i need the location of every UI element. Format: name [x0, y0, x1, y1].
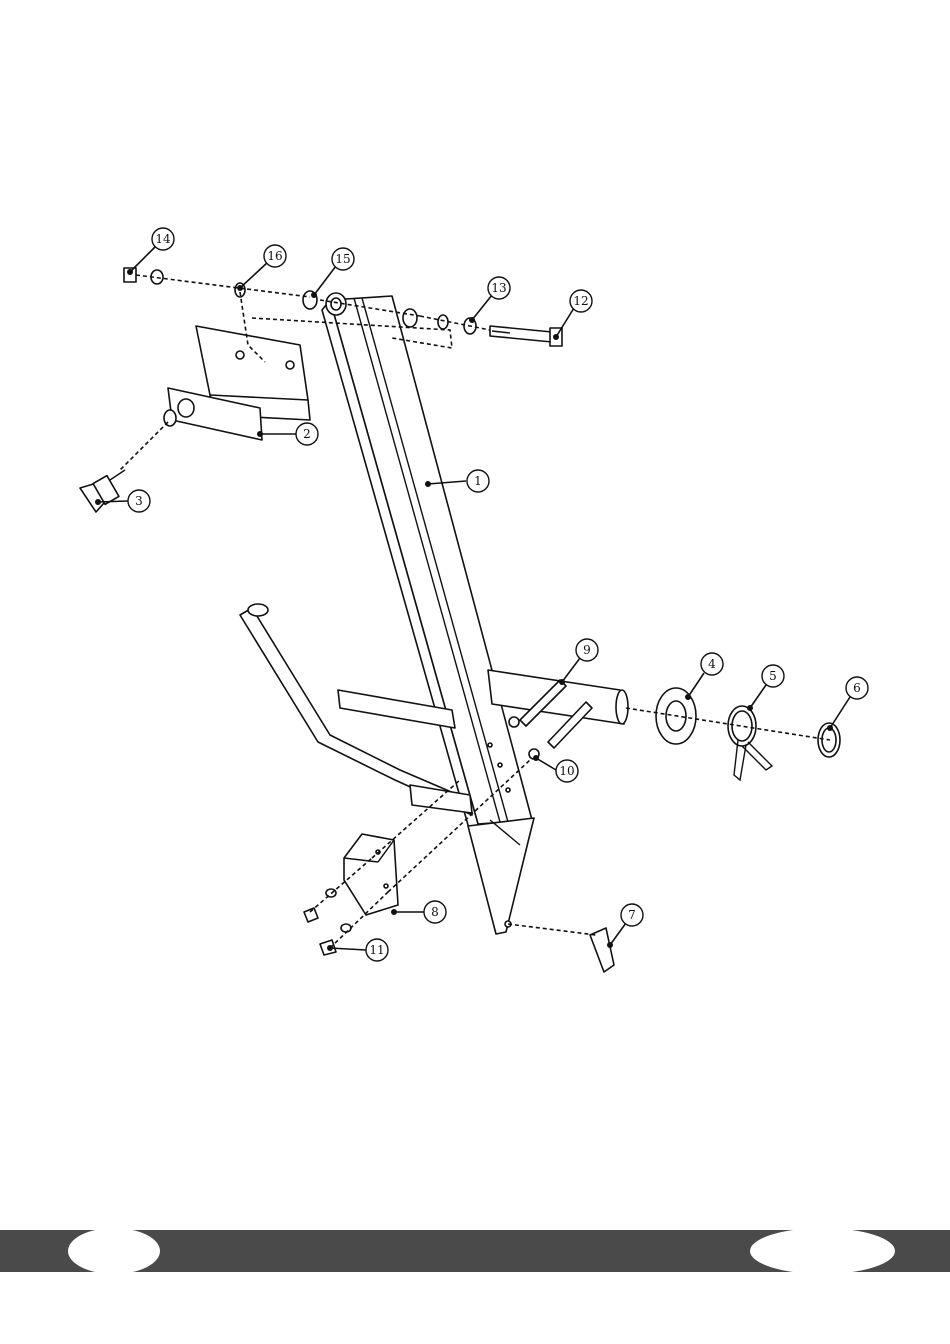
callout-8: 8 [391, 901, 446, 923]
svg-text:9: 9 [583, 643, 591, 657]
pull-knob [80, 470, 125, 512]
callout-5: 5 [747, 665, 784, 711]
top-bracket [164, 326, 310, 440]
svg-text:15: 15 [335, 252, 350, 266]
horizontal-axle [488, 670, 628, 724]
main-upright-tube [322, 293, 534, 934]
svg-text:6: 6 [853, 681, 861, 695]
footer-left-page-badge [68, 1228, 160, 1274]
svg-text:5: 5 [769, 669, 777, 683]
axle-hardware [656, 688, 840, 780]
callout-15: 15 [311, 248, 354, 298]
svg-text:2: 2 [303, 427, 311, 441]
svg-text:13: 13 [491, 281, 506, 295]
callout-9: 9 [559, 639, 598, 685]
callout-4: 4 [685, 653, 723, 700]
callout-16: 16 [237, 245, 286, 291]
callout-10: 10 [533, 755, 578, 782]
callout-12: 12 [553, 290, 592, 340]
svg-text:14: 14 [155, 232, 171, 246]
callout-2: 2 [257, 423, 318, 445]
svg-text:3: 3 [135, 494, 143, 508]
callout-14: 14 [127, 228, 174, 275]
foam-pad [304, 834, 398, 955]
svg-text:1: 1 [474, 474, 482, 488]
svg-text:16: 16 [267, 249, 282, 263]
svg-text:11: 11 [369, 943, 384, 957]
footer-right-page-badge [750, 1228, 895, 1274]
svg-text:8: 8 [431, 905, 439, 919]
svg-text:4: 4 [708, 657, 716, 671]
svg-text:7: 7 [628, 908, 636, 922]
callout-7: 7 [607, 904, 643, 948]
callout-13: 13 [469, 277, 510, 323]
svg-text:10: 10 [559, 764, 574, 778]
svg-text:12: 12 [573, 294, 588, 308]
callout-6: 6 [827, 677, 868, 731]
